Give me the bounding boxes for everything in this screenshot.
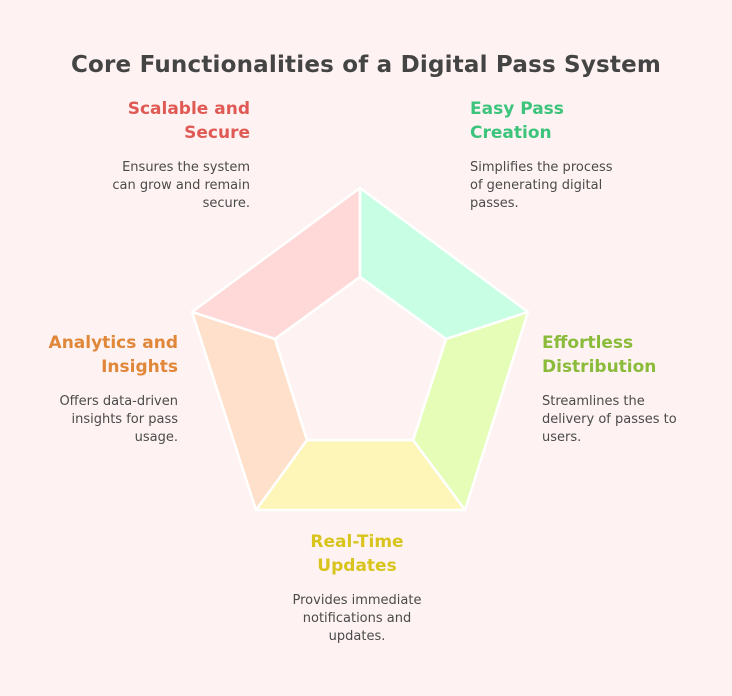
desc-line: Ensures the system bbox=[122, 160, 250, 175]
heading-line: Effortless bbox=[542, 333, 634, 353]
label-easy-pass: Easy Pass Creation Simplifies the proces… bbox=[470, 97, 670, 213]
label-scalable: Scalable and Secure Ensures the system c… bbox=[60, 97, 250, 213]
desc-line: usage. bbox=[134, 430, 178, 445]
desc-line: secure. bbox=[202, 196, 250, 211]
heading-line: Scalable and bbox=[127, 99, 250, 119]
heading-line: Distribution bbox=[542, 357, 657, 377]
heading-line: Updates bbox=[317, 556, 397, 576]
label-analytics: Analytics and Insights Offers data-drive… bbox=[8, 331, 178, 447]
description: Provides immediate notifications and upd… bbox=[257, 592, 457, 646]
label-effortless: Effortless Distribution Streamlines the … bbox=[542, 331, 732, 447]
desc-line: Provides immediate bbox=[292, 593, 422, 608]
desc-line: updates. bbox=[328, 629, 386, 644]
heading-line: Analytics and bbox=[48, 333, 178, 353]
label-realtime: Real-Time Updates Provides immediate not… bbox=[257, 530, 457, 646]
description: Ensures the system can grow and remain s… bbox=[60, 159, 250, 213]
description: Offers data-driven insights for pass usa… bbox=[8, 393, 178, 447]
heading-line: Secure bbox=[184, 123, 250, 143]
desc-line: Simplifies the process bbox=[470, 160, 613, 175]
desc-line: notifications and bbox=[302, 611, 412, 626]
desc-line: passes. bbox=[470, 196, 519, 211]
heading-line: Insights bbox=[101, 357, 178, 377]
description: Simplifies the process of generating dig… bbox=[470, 159, 670, 213]
desc-line: users. bbox=[542, 430, 582, 445]
description: Streamlines the delivery of passes to us… bbox=[542, 393, 732, 447]
heading-line: Creation bbox=[470, 123, 552, 143]
desc-line: of generating digital bbox=[470, 178, 603, 193]
desc-line: delivery of passes to bbox=[542, 412, 677, 427]
heading-line: Easy Pass bbox=[470, 99, 564, 119]
pentagon-center bbox=[273, 275, 448, 442]
desc-line: can grow and remain bbox=[112, 178, 250, 193]
desc-line: insights for pass bbox=[71, 412, 178, 427]
desc-line: Offers data-driven bbox=[59, 394, 178, 409]
heading-line: Real-Time bbox=[310, 532, 404, 552]
diagram-title: Core Functionalities of a Digital Pass S… bbox=[70, 52, 662, 78]
desc-line: Streamlines the bbox=[542, 394, 645, 409]
